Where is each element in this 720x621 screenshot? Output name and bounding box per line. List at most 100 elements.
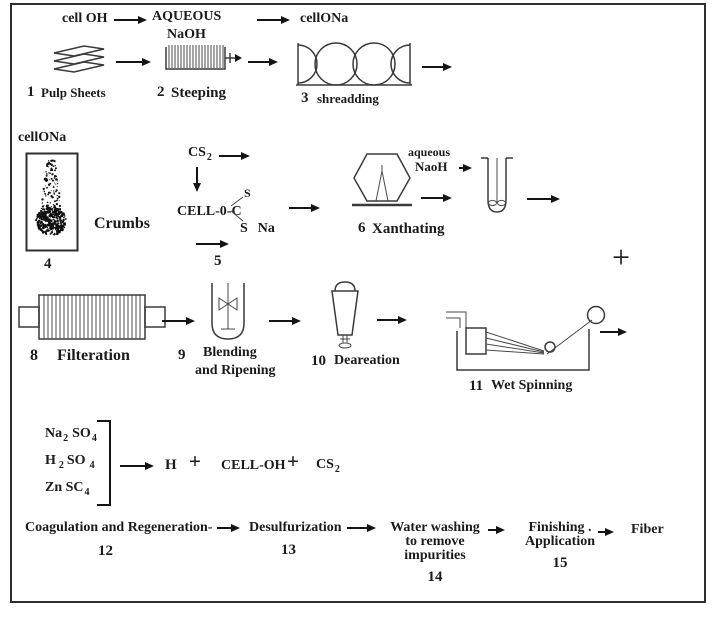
arrow-right-icon	[488, 526, 505, 534]
arrow-right-icon	[257, 16, 290, 24]
step-14-block: Water washing to remove impurities 14	[383, 520, 487, 585]
h2so4-sub2: 2	[58, 460, 64, 471]
wet-spinning-machine-icon	[444, 300, 609, 376]
label-cellona-top: cellONa	[300, 11, 349, 26]
label-crumbs: Crumbs	[94, 215, 151, 232]
na2so4-sub2: 2	[63, 433, 69, 444]
crumbs-box-icon	[25, 152, 79, 252]
label-cell-oh: cell OH	[62, 11, 108, 26]
h2so4-so: SO	[66, 453, 86, 468]
step-5-number: 5	[214, 253, 222, 269]
arrow-right-icon	[600, 328, 627, 336]
arrow-right-icon	[219, 152, 250, 160]
znso4-main: Zn SC	[45, 480, 84, 495]
step-11-label: Wet Spinning	[491, 378, 573, 393]
cs2-subscript: 2	[334, 464, 340, 475]
arrow-right-icon	[217, 524, 240, 532]
step-15-label-line2: Application	[524, 534, 595, 549]
step-12-number: 12	[98, 543, 113, 559]
bond-lines-icon	[229, 194, 245, 224]
step-10-label: Deareation	[334, 353, 400, 368]
step-1-label: Pulp Sheets	[41, 85, 106, 100]
arrow-right-icon	[120, 462, 154, 470]
cs2-subscript: 2	[206, 152, 212, 163]
arrow-right-small-icon	[459, 164, 472, 172]
step-13-number: 13	[281, 542, 296, 558]
product-h: H	[165, 457, 177, 473]
label-naoh: NaOH	[167, 27, 206, 42]
step-14-label-line3: impurities	[404, 548, 466, 563]
step-14-label-line2: to remove	[405, 534, 465, 549]
dissolver-vessel-icon	[479, 152, 515, 220]
xanthator-hexagon-icon	[350, 150, 414, 212]
reagent-znso4: Zn SC4	[45, 480, 91, 498]
arrow-right-icon	[421, 194, 452, 202]
arrow-down-icon	[193, 167, 201, 192]
arrow-right-icon	[248, 58, 278, 66]
s-bottom: S	[240, 221, 248, 236]
arrow-right-icon	[527, 195, 560, 203]
step-14-number: 14	[427, 569, 443, 585]
diagram-border	[10, 3, 706, 603]
step-9-label-line2: and Ripening	[195, 363, 276, 378]
step-3-label: shreadding	[317, 91, 379, 106]
step-14-label-line1: Water washing	[390, 520, 480, 535]
steeping-bath-icon	[163, 41, 243, 75]
step-15-block: Finishing . Application 15	[518, 520, 602, 571]
step-11-number: 11	[469, 378, 484, 394]
plus-sign: +	[189, 449, 201, 473]
arrow-right-icon	[116, 58, 151, 66]
arrow-right-icon	[598, 528, 614, 536]
h2so4-h: H	[45, 453, 56, 468]
step-8-label: Filteration	[57, 347, 130, 364]
na2so4-sub4: 4	[91, 433, 97, 444]
arrow-right-icon	[269, 317, 301, 325]
blending-vessel-icon	[206, 281, 250, 347]
step-6-number: 6	[358, 220, 366, 236]
arrow-right-icon	[162, 317, 195, 325]
arrow-right-icon	[422, 63, 452, 71]
plus-sign: +	[287, 449, 299, 473]
step-13-label: Desulfurization	[249, 520, 342, 535]
filter-press-icon	[17, 292, 167, 342]
formula-cs2: CS2	[188, 145, 213, 163]
step-15-label-line1: Finishing .	[528, 520, 592, 535]
plus-sign: +	[612, 239, 631, 275]
znso4-sub4: 4	[84, 487, 90, 498]
label-fiber: Fiber	[631, 522, 664, 537]
bracket-right-icon	[97, 420, 111, 506]
step-2-label: Steeping	[171, 85, 227, 101]
product-cs2: CS2	[316, 457, 341, 475]
step-6-label: Xanthating	[372, 221, 445, 237]
h2so4-sub4: 4	[89, 460, 95, 471]
formula-cell-o-c: CELL-0-C	[177, 204, 242, 219]
step-8-number: 8	[30, 347, 38, 364]
arrow-right-icon	[289, 204, 320, 212]
shredder-rollers-icon	[293, 40, 415, 88]
cs2-main: CS	[188, 145, 206, 160]
label-cellona-crumbs: cellONa	[18, 130, 67, 145]
step-9-number: 9	[178, 347, 186, 363]
deaeration-vessel-icon	[327, 279, 363, 353]
label-s-na: S Na	[240, 221, 275, 236]
cs2-main: CS	[316, 457, 334, 472]
pulp-sheets-icon	[48, 44, 110, 78]
na2so4-na: Na	[45, 426, 63, 441]
label-naoh-2: NaoH	[415, 159, 448, 174]
step-3-number: 3	[301, 90, 309, 106]
step-9-label-line1: Blending	[203, 345, 257, 360]
label-s-top: S	[244, 186, 251, 200]
step-12-label: Coagulation and Regeneration-	[25, 520, 213, 535]
label-aqueous-2: aqueous	[408, 145, 451, 159]
step-4-number: 4	[44, 256, 52, 272]
step-15-number: 15	[552, 555, 568, 571]
na-label: Na	[257, 221, 275, 236]
arrow-right-icon	[377, 316, 407, 324]
arrow-right-icon	[196, 240, 229, 248]
na2so4-so: SO	[72, 426, 91, 441]
arrow-right-icon	[347, 524, 376, 532]
label-aqueous: AQUEOUS	[152, 9, 222, 24]
